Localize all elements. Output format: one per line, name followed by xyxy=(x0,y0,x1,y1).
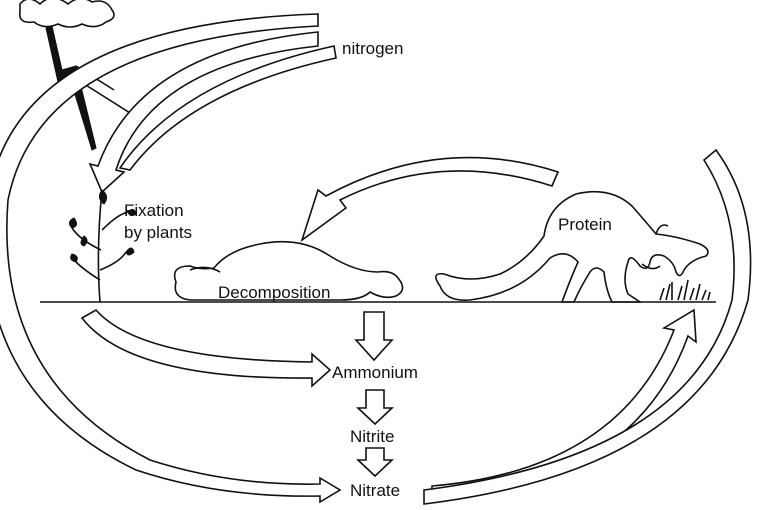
kangaroo-icon xyxy=(435,190,709,303)
atmosphere-to-nitrate-arrow xyxy=(0,13,342,504)
protein-to-decomposition-arrow xyxy=(300,156,560,243)
outer-right-return-arrow xyxy=(423,148,752,505)
label-nitrate: Nitrate xyxy=(350,481,400,500)
label-protein: Protein xyxy=(558,215,612,234)
label-nitrite: Nitrite xyxy=(350,427,394,446)
label-fixation-line2: by plants xyxy=(124,223,192,242)
label-nitrogen: nitrogen xyxy=(342,39,403,58)
grass-icon xyxy=(659,279,711,301)
label-decomposition: Decomposition xyxy=(218,283,330,302)
label-ammonium: Ammonium xyxy=(332,363,418,382)
plant-icon xyxy=(68,189,137,303)
label-fixation-line1: Fixation xyxy=(124,201,184,220)
ammonium-to-nitrite-arrow xyxy=(355,389,395,426)
decomposition-body-icon xyxy=(173,240,404,301)
cloud-icon xyxy=(18,0,115,28)
decomposition-to-ammonium-arrow xyxy=(354,311,394,362)
fixation-to-ammonium-arrow xyxy=(80,308,332,388)
nitrogen-to-fixation-arrow xyxy=(88,31,337,194)
nitrite-to-nitrate-arrow xyxy=(355,447,395,478)
